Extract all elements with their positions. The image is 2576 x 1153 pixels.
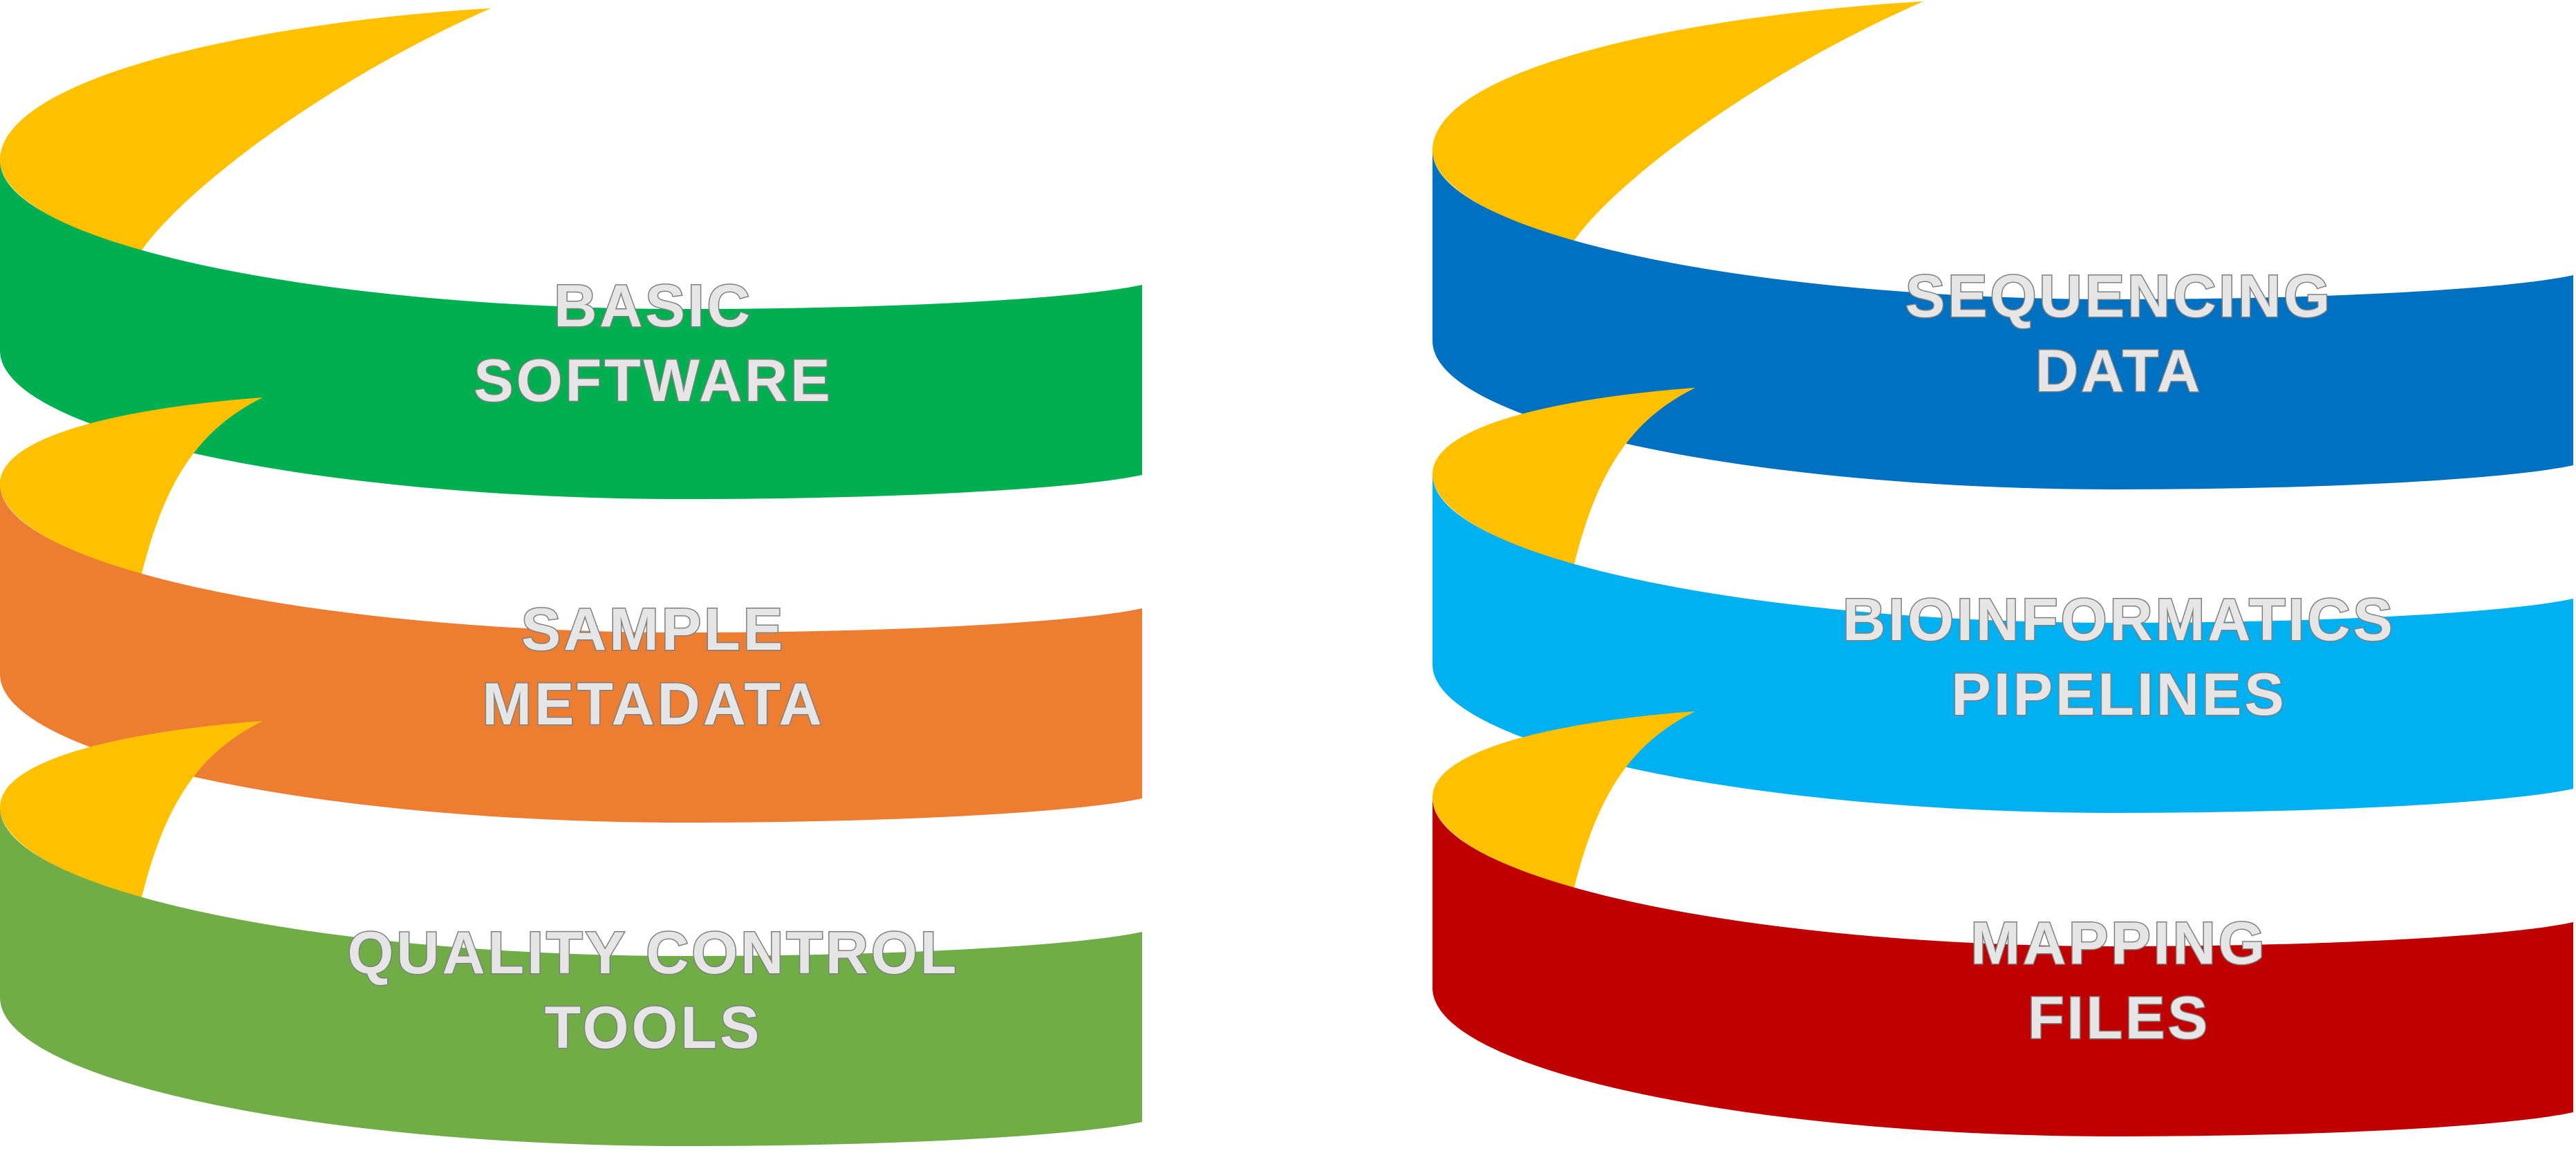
band-face-basic-software bbox=[0, 160, 1142, 499]
band-quality-control-tools: QUALITY CONTROL TOOLS bbox=[0, 721, 1142, 1146]
band-label-bioinformatics-pipelines-line-1: BIOINFORMATICS bbox=[1842, 587, 2396, 653]
ribbon-back-sequencing-data bbox=[1432, 1, 1923, 241]
band-label-mapping-files-line-1: MAPPING bbox=[1970, 910, 2267, 977]
band-label-basic-software-line-2: SOFTWARE bbox=[474, 348, 832, 414]
band-label-sample-metadata-line-1: SAMPLE bbox=[521, 597, 785, 663]
ribbon-back-quality-control-tools bbox=[0, 721, 263, 897]
band-basic-software: BASIC SOFTWARE bbox=[0, 8, 1142, 499]
band-face-bioinformatics-pipelines bbox=[1432, 474, 2573, 813]
band-label-sequencing-data-line-1: SEQUENCING bbox=[1905, 263, 2333, 330]
band-label-basic-software-line-1: BASIC bbox=[554, 273, 753, 339]
band-face-sequencing-data bbox=[1432, 151, 2573, 489]
ribbon-back-basic-software bbox=[0, 8, 491, 250]
band-face-mapping-files bbox=[1432, 798, 2573, 1136]
band-mapping-files: MAPPING FILES bbox=[1432, 711, 2573, 1136]
band-face-sample-metadata bbox=[0, 484, 1142, 823]
band-sample-metadata: SAMPLE METADATA bbox=[0, 397, 1142, 823]
band-label-quality-control-tools-line-2: TOOLS bbox=[545, 995, 763, 1061]
band-label-bioinformatics-pipelines-line-2: PIPELINES bbox=[1951, 662, 2286, 728]
band-label-quality-control-tools-line-1: QUALITY CONTROL bbox=[348, 920, 960, 986]
band-bioinformatics-pipelines: BIOINFORMATICS PIPELINES bbox=[1432, 388, 2573, 813]
ribbon-back-mapping-files bbox=[1432, 711, 1695, 888]
band-label-mapping-files-line-2: FILES bbox=[2028, 985, 2210, 1051]
band-face-quality-control-tools bbox=[0, 807, 1142, 1146]
ribbon-back-bioinformatics-pipelines bbox=[1432, 388, 1695, 564]
band-sequencing-data: SEQUENCING DATA bbox=[1432, 1, 2573, 489]
band-label-sequencing-data-line-2: DATA bbox=[2035, 338, 2203, 404]
right-stack: SEQUENCINGDATABIOINFORMATICSPIPELINESMAP… bbox=[1432, 1, 2573, 1136]
ribbon-back-sample-metadata bbox=[0, 397, 263, 574]
band-label-sample-metadata-line-2: METADATA bbox=[482, 671, 824, 738]
